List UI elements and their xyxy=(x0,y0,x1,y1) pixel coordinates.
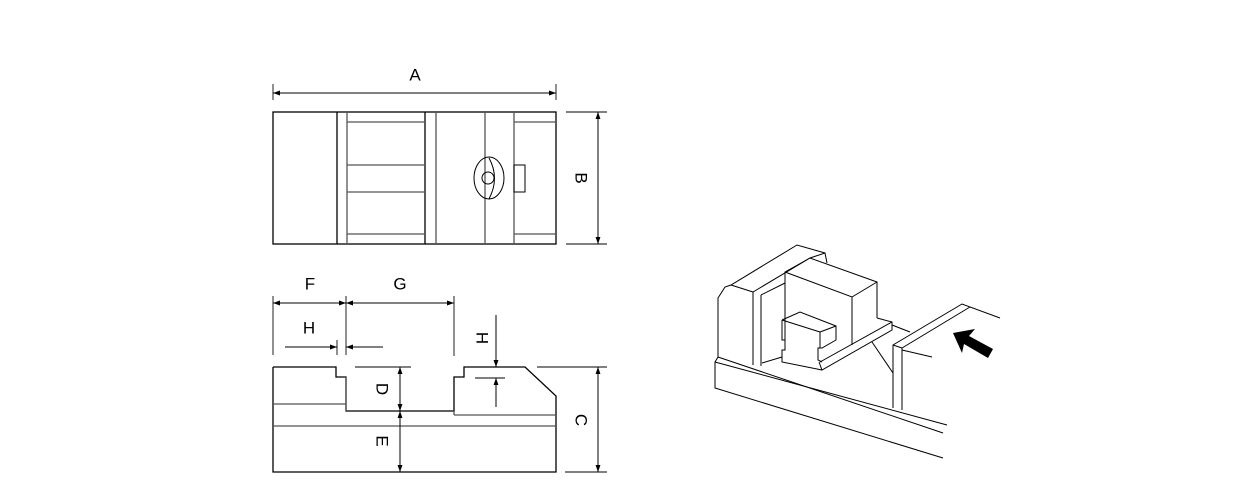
label-h-horizontal: H xyxy=(303,318,315,337)
label-c: C xyxy=(572,414,591,426)
label-a: A xyxy=(409,65,421,84)
label-f: F xyxy=(305,274,315,293)
label-d: D xyxy=(373,383,392,395)
dimension-g: G xyxy=(346,274,455,356)
dimension-c: C xyxy=(537,366,607,473)
label-b: B xyxy=(572,172,591,183)
top-view xyxy=(272,111,557,245)
clamp-screw-icon xyxy=(473,156,505,200)
dimension-f: F xyxy=(272,274,347,355)
side-view xyxy=(272,366,557,473)
label-h-vertical: H xyxy=(473,332,492,344)
isometric-view xyxy=(714,244,1001,459)
dimension-h-vertical: H xyxy=(473,315,505,407)
dimension-e: E xyxy=(373,411,403,472)
dimension-d: D xyxy=(355,366,411,411)
dimension-h-horizontal: H xyxy=(285,318,383,355)
direction-arrow-icon xyxy=(953,329,993,358)
label-e: E xyxy=(373,435,392,446)
label-g: G xyxy=(393,274,406,293)
dimension-b: B xyxy=(566,111,607,245)
dimension-a: A xyxy=(272,65,557,100)
